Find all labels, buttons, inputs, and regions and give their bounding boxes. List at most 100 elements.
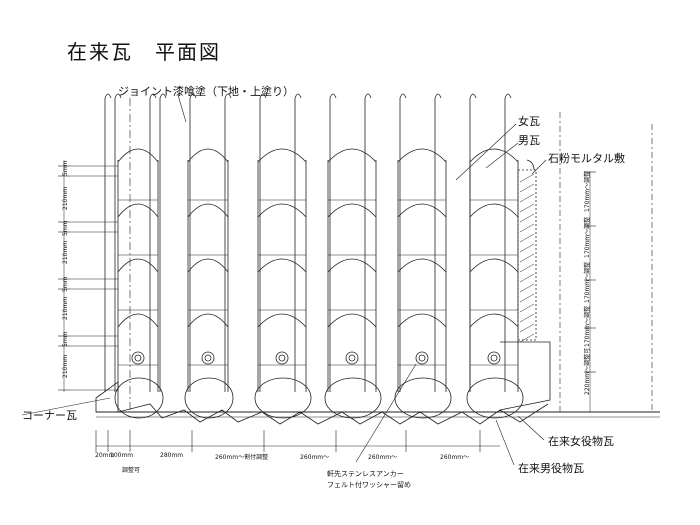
tile-top-edge	[225, 94, 231, 98]
dim-label-left-210a: 210mm	[62, 186, 69, 210]
male-tile-label: 男瓦	[518, 134, 540, 147]
tile-top-edge	[160, 94, 166, 98]
stone-mortar-strip	[518, 170, 536, 340]
male-accessory-tile-end	[185, 378, 233, 418]
female-accessory-leader	[518, 416, 544, 440]
dim-label-left-5b: 5mm	[62, 220, 69, 236]
tile-top-edge	[260, 94, 266, 98]
tile-top-edge	[105, 94, 111, 98]
mortar-hatch	[520, 214, 534, 222]
mortar-hatch	[520, 194, 534, 202]
corner-tile-label: コーナー瓦	[22, 409, 77, 422]
mortar-hatch	[520, 244, 534, 252]
right-accessory-tile	[500, 342, 550, 410]
male-accessory-tile-end	[325, 378, 381, 418]
anchor-washer-inner	[349, 355, 355, 361]
male-accessory-tile-end	[115, 378, 163, 418]
male-tile-arc	[188, 314, 228, 327]
dim-label-right-170b: 170mm～調整	[584, 216, 591, 258]
male-tile-arc	[470, 314, 518, 327]
male-tile-arc	[118, 314, 158, 327]
dim-label-left-210d: 210mm	[62, 354, 69, 378]
male-accessory-tile-end	[467, 378, 523, 418]
male-tile-arc	[470, 149, 518, 162]
male-tile-arc	[258, 314, 306, 327]
mortar-hatch	[520, 224, 534, 232]
tile-top-edge	[400, 94, 406, 98]
dim-label-100mm: 100mm	[110, 452, 134, 459]
tile-top-edge	[330, 94, 336, 98]
male-tile-arc	[188, 149, 228, 162]
female-accessory-tile-label: 在来女役物瓦	[548, 435, 614, 448]
dim-label-260-adjust: 260mm～割付調整	[215, 454, 269, 461]
anchor-washer-inner	[491, 355, 497, 361]
dim-label-right-170c: 170mm～調整	[584, 261, 591, 303]
dim-label-left-210b: 210mm	[62, 240, 69, 264]
dim-label-20mm: 20mm	[95, 452, 115, 459]
male-tile-arc	[118, 204, 158, 217]
dim-label-260-a: 260mm～	[300, 454, 330, 461]
anchor-washer	[416, 352, 428, 364]
male-tile-arc	[398, 259, 446, 272]
anchor-label-line2: フェルト付ワッシャー留め	[327, 481, 411, 489]
male-accessory-tile-end	[255, 378, 311, 418]
mortar-hatch	[520, 284, 534, 292]
mortar-leader	[532, 160, 546, 174]
female-accessory-tile-edge	[100, 404, 548, 424]
male-accessory-leader	[496, 420, 514, 465]
anchor-washer	[346, 352, 358, 364]
male-tile-arc	[470, 204, 518, 217]
tile-top-edge	[190, 94, 196, 98]
male-tile-arc	[398, 204, 446, 217]
anchor-washer	[276, 352, 288, 364]
mortar-hatch	[520, 294, 534, 302]
anchor-washer	[132, 352, 144, 364]
male-tile-leader	[486, 143, 518, 168]
anchor-washer-inner	[205, 355, 211, 361]
dim-label-260-b: 260mm～	[368, 454, 398, 461]
mortar-hatch	[520, 274, 534, 282]
stone-mortar-label: 石粉モルタル敷	[548, 152, 625, 165]
dim-label-left-210c: 210mm	[62, 296, 69, 320]
tile-top-edge	[470, 94, 476, 98]
male-tile-arc	[258, 204, 306, 217]
mortar-hatch	[520, 334, 534, 342]
male-tile-arc	[328, 314, 376, 327]
male-tile-arc	[470, 259, 518, 272]
tile-top-edge	[115, 94, 121, 98]
male-tile-arc	[118, 259, 158, 272]
mortar-hatch	[520, 264, 534, 272]
dim-label-left-5c: 5mm	[62, 276, 69, 292]
dim-label-left-5a: 5mm	[62, 160, 69, 176]
anchor-leader	[356, 364, 416, 462]
male-tile-arc	[188, 259, 228, 272]
male-tile-arc	[328, 204, 376, 217]
female-tile-label: 女瓦	[518, 115, 540, 128]
male-tile-arc	[328, 259, 376, 272]
mortar-hatch	[520, 234, 534, 242]
mortar-hatch	[520, 174, 534, 182]
anchor-washer	[202, 352, 214, 364]
male-tile-arc	[398, 314, 446, 327]
female-tile-leader	[456, 124, 516, 180]
tile-top-edge	[150, 94, 156, 98]
mortar-hatch	[520, 324, 534, 332]
male-tile-arc	[328, 149, 376, 162]
male-accessory-tile-label: 在来男役物瓦	[518, 462, 584, 475]
male-tile-arc	[118, 149, 158, 162]
male-tile-arc	[398, 149, 446, 162]
male-tile-arc	[258, 149, 306, 162]
tile-top-edge	[295, 94, 301, 98]
tile-top-edge	[365, 94, 371, 98]
dim-label-right-170d: 170mm～調整	[584, 305, 591, 347]
dim-label-adjustable: 調整可	[122, 467, 141, 474]
mortar-hatch	[520, 314, 534, 322]
mortar-hatch	[520, 254, 534, 262]
tile-top-edge	[435, 94, 441, 98]
anchor-label-line1: 軒先ステンレスアンカー	[327, 470, 404, 478]
anchor-washer-inner	[135, 355, 141, 361]
anchor-washer-inner	[279, 355, 285, 361]
joint-label-leader	[178, 95, 186, 122]
